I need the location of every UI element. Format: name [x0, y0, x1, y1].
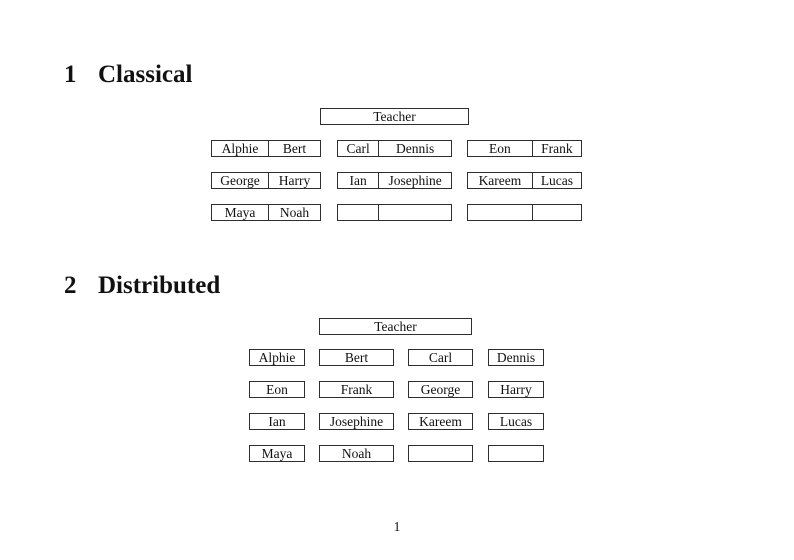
desk-cell: Noah	[267, 205, 320, 220]
desk-pair: Maya Noah	[211, 204, 321, 221]
desk-cell: Lucas	[531, 173, 581, 188]
desk-box: Dennis	[488, 349, 544, 366]
desk-box: Maya	[249, 445, 305, 462]
desk-cell: Dennis	[378, 141, 451, 156]
desk-pair: Eon Frank	[467, 140, 582, 157]
desk-box: Eon	[249, 381, 305, 398]
desk-pair-empty	[337, 204, 452, 221]
section-2-title: Distributed	[98, 272, 221, 299]
desk-box: Harry	[488, 381, 544, 398]
desk-box: Frank	[319, 381, 394, 398]
teacher-box-classical: Teacher	[320, 108, 469, 125]
section-1-number: 1	[64, 61, 77, 88]
desk-cell: Maya	[224, 204, 256, 220]
desk-box: Kareem	[408, 413, 473, 430]
desk-cell: Josephine	[378, 173, 451, 188]
desk-cell: Bert	[267, 141, 320, 156]
desk-box: Lucas	[488, 413, 544, 430]
desk-pair: Alphie Bert	[211, 140, 321, 157]
desk-cell	[378, 205, 451, 220]
teacher-box-distributed: Teacher	[319, 318, 472, 335]
desk-box: George	[408, 381, 473, 398]
desk-box: Noah	[319, 445, 394, 462]
desk-cell: Frank	[531, 141, 581, 156]
desk-cell: Harry	[267, 173, 320, 188]
desk-cell: Ian	[349, 172, 367, 188]
desk-cell	[531, 205, 581, 220]
desk-cell: George	[220, 172, 260, 188]
desk-box-empty	[408, 445, 473, 462]
desk-pair: George Harry	[211, 172, 321, 189]
desk-pair-empty	[467, 204, 582, 221]
desk-pair: Ian Josephine	[337, 172, 452, 189]
desk-box-empty	[488, 445, 544, 462]
desk-box: Alphie	[249, 349, 305, 366]
desk-pair: Carl Dennis	[337, 140, 452, 157]
section-2-number: 2	[64, 272, 77, 299]
desk-box: Bert	[319, 349, 394, 366]
desk-cell	[468, 205, 532, 220]
section-1-title: Classical	[98, 61, 193, 88]
desk-cell: Alphie	[221, 140, 259, 156]
desk-cell: Carl	[346, 140, 370, 156]
page-number: 1	[393, 519, 401, 534]
desk-cell: Kareem	[478, 172, 522, 188]
desk-box: Carl	[408, 349, 473, 366]
desk-box: Ian	[249, 413, 305, 430]
desk-cell: Eon	[489, 140, 511, 156]
desk-box: Josephine	[319, 413, 394, 430]
desk-pair: Kareem Lucas	[467, 172, 582, 189]
desk-cell	[338, 205, 378, 220]
